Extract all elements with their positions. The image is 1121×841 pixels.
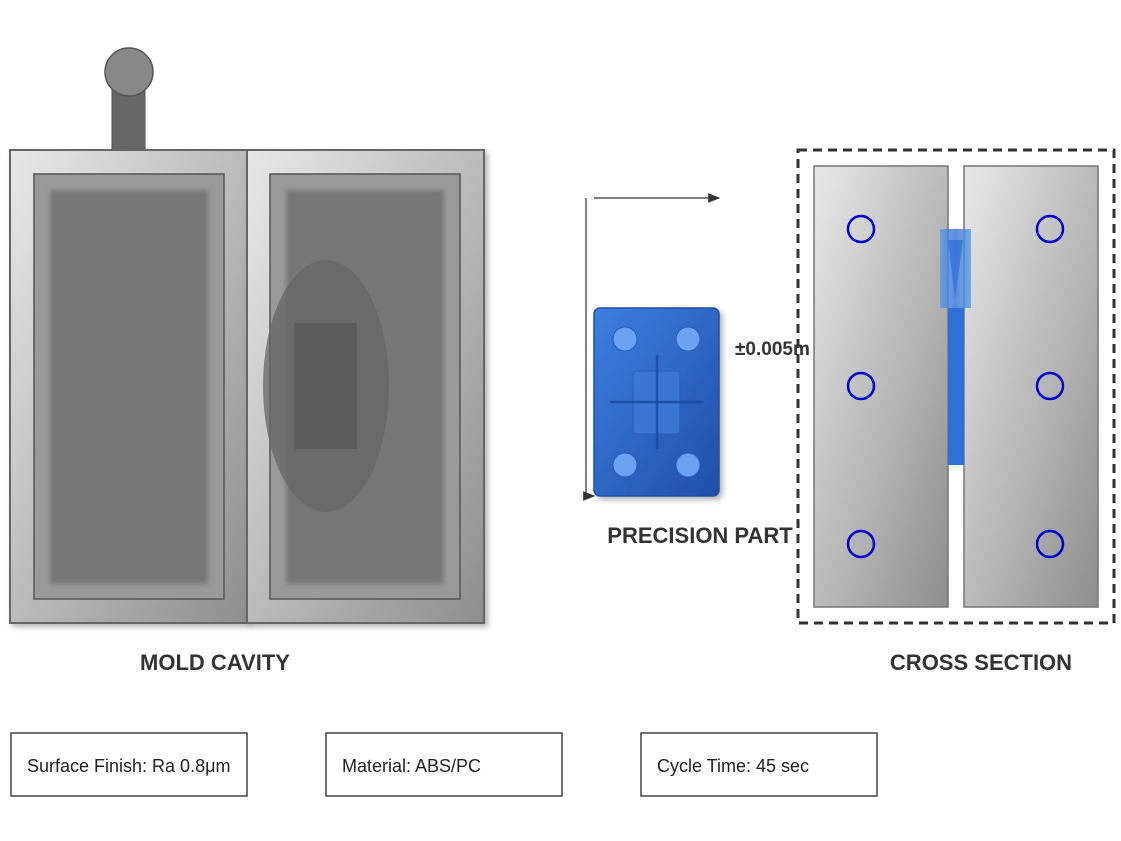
- cross-section-plate-right: [963, 165, 1099, 608]
- circle-outline-icon: [1035, 214, 1065, 244]
- mold-half-left: [9, 149, 248, 624]
- circle-outline-icon: [1035, 371, 1065, 401]
- spec-cycle-time-text: Cycle Time: 45 sec: [657, 756, 809, 776]
- cross-section-label: CROSS SECTION: [890, 650, 1072, 675]
- part-hole: [612, 452, 638, 478]
- melt-channel: [948, 308, 964, 465]
- spec-cycle-time: Cycle Time: 45 sec: [640, 732, 878, 797]
- circle-outline-icon: [846, 529, 876, 559]
- part-hole: [612, 326, 638, 352]
- spec-material-text: Material: ABS/PC: [342, 756, 481, 776]
- circle-outline-icon: [1035, 529, 1065, 559]
- spec-surface-finish: Surface Finish: Ra 0.8μm: [10, 732, 248, 797]
- cross-section-plate-left: [813, 165, 949, 608]
- part-body: [593, 307, 720, 497]
- cross-section-boundary: [796, 148, 1116, 625]
- mold-half-right: [246, 149, 485, 624]
- tolerance-label: ±0.005m: [735, 339, 810, 360]
- spec-boxes: Surface Finish: Ra 0.8μm Material: ABS/P…: [10, 732, 878, 797]
- cross-section: CROSS SECTION: [796, 148, 1116, 675]
- spec-material: Material: ABS/PC: [325, 732, 563, 797]
- part-hole: [675, 326, 701, 352]
- mold-cavity-label: MOLD CAVITY: [140, 650, 290, 675]
- spec-surface-finish-text: Surface Finish: Ra 0.8μm: [27, 756, 230, 776]
- mold-cavity: MOLD CAVITY: [9, 47, 485, 675]
- precision-part-label: PRECISION PART: [607, 523, 793, 548]
- part-hole: [675, 452, 701, 478]
- circle-outline-icon: [846, 214, 876, 244]
- precision-part: ±0.005m: [583, 193, 810, 501]
- gate-icon: [940, 229, 971, 308]
- circle-outline-icon: [846, 371, 876, 401]
